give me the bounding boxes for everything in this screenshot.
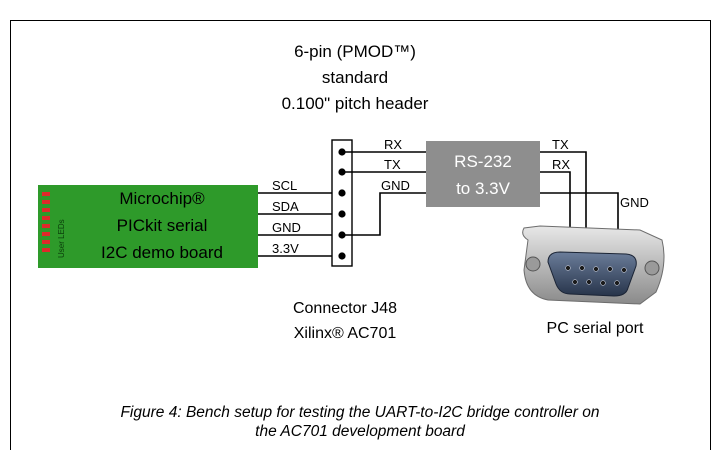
converter-signal-labels: RX TX GND [381,137,410,193]
header-title-line3: 0.100" pitch header [281,94,429,113]
led [42,216,50,220]
port-label-gnd: GND [620,195,649,210]
signal-label-tx: TX [384,157,401,172]
db9-pin [593,266,599,272]
wire-gnd-in [342,192,426,236]
led [42,192,50,196]
figure-caption-line1: Figure 4: Bench setup for testing the UA… [120,404,600,421]
signal-label-sda: SDA [272,199,299,214]
db9-pin [607,266,613,272]
board-wires [258,192,342,257]
db9-pin [565,265,571,271]
demo-board-label-line2: PICkit serial [117,216,208,235]
signal-label-gnd: GND [272,220,301,235]
header-body [331,139,353,267]
converter-label-line1: RS-232 [454,152,512,171]
user-leds [42,192,50,252]
board-signal-labels: SCL SDA GND 3.3V [272,178,301,256]
led [42,232,50,236]
connector-label-line1: Connector J48 [292,300,398,317]
demo-board-pcb [38,185,258,268]
port-label: PC serial port [546,320,644,337]
header-pin [338,210,346,218]
frame-left [10,20,11,450]
header-pin [338,252,346,260]
rs232-converter: RS-232 to 3.3V [426,141,540,207]
header-pin [338,189,346,197]
db9-pin [614,280,620,286]
db9-pin [586,279,592,285]
frame-top [10,20,710,21]
connector-label-line2: Xilinx® AC701 [293,325,397,342]
user-leds-label: User LEDs [57,219,66,258]
signal-label-gnd-right: GND [381,178,410,193]
signal-label-rx: RX [384,137,402,152]
header-title-line2: standard [321,68,389,87]
demo-board-label-line1: Microchip® [119,189,205,208]
db9-connector [522,225,665,305]
led [42,208,50,212]
led [42,200,50,204]
demo-board-label-line3: I2C demo board [101,243,223,262]
port-label-tx: TX [552,137,569,152]
db9-pin [579,265,585,271]
port-signal-labels: TX RX GND [552,137,649,210]
pmod-header [331,139,353,267]
db9-pin [621,267,627,273]
db9-pin [600,280,606,286]
db9-screw-right [644,260,660,276]
led [42,224,50,228]
frame-right [710,20,711,450]
demo-board: User LEDs Microchip® PICkit serial I2C d… [38,185,258,268]
db9-screw-left [525,256,541,272]
signal-label-scl: SCL [272,178,297,193]
port-label-rx: RX [552,157,570,172]
led [42,248,50,252]
led [42,240,50,244]
db9-pins [565,265,627,286]
db9-plug [547,251,637,297]
header-title-line1: 6-pin (PMOD™) [294,42,416,61]
converter-label-line2: to 3.3V [456,179,511,198]
db9-pin [572,279,578,285]
signal-label-3v3: 3.3V [272,241,299,256]
converter-box [426,141,540,207]
figure-caption-line2: the AC701 development board [255,423,465,440]
converter-wires [342,151,426,236]
